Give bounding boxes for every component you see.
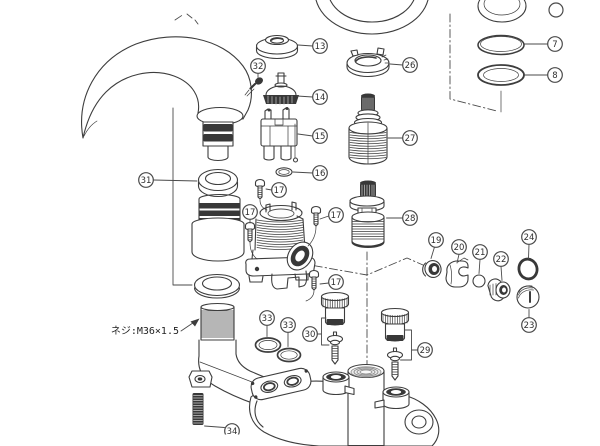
callout-19: 19 [428, 232, 444, 248]
svg-text:33: 33 [262, 314, 273, 324]
svg-text:19: 19 [431, 236, 442, 246]
diagram-crop-mask [216, 434, 247, 446]
callout-29: 29 [417, 342, 433, 358]
part-8-oring [477, 64, 525, 113]
callout-27: 27 [402, 130, 418, 146]
callout-8: 8 [547, 67, 563, 83]
boundary-line-right [449, 13, 498, 112]
part-26-lock-ring [346, 47, 390, 78]
svg-text:8: 8 [552, 71, 557, 81]
callout-7: 7 [547, 36, 563, 52]
callout-22: 22 [493, 251, 509, 267]
callout-leader-lines [153, 43, 549, 428]
callout-31: 31 [138, 172, 154, 188]
body-gasket-plate [250, 367, 312, 401]
svg-text:7: 7 [552, 40, 557, 50]
callout-16: 16 [312, 165, 328, 181]
callout-cropped [548, 2, 564, 18]
callout-30-bracket [316, 317, 330, 346]
callout-33-a: 33 [259, 310, 275, 326]
part-23-plug [516, 285, 540, 309]
svg-text:30: 30 [305, 330, 316, 340]
callout-17-c: 17 [328, 207, 344, 223]
callout-14: 14 [312, 89, 328, 105]
part-15-valve-joint [260, 107, 299, 163]
callout-17-a: 17 [271, 182, 287, 198]
part-28-cartridge [349, 180, 385, 249]
part-17-screws [244, 178, 322, 302]
part-20-clip [445, 257, 469, 288]
svg-text:17: 17 [274, 186, 285, 196]
thread-size-annotation: ネジ:M36×1.5 [111, 318, 200, 337]
svg-text:22: 22 [496, 255, 507, 265]
part-14-stem-adapter [263, 72, 299, 106]
part-24-oring [517, 257, 539, 281]
socket-side-port [286, 241, 314, 271]
body-left-port [322, 371, 355, 396]
part-21-ball [472, 274, 486, 288]
svg-text:21: 21 [475, 248, 486, 258]
callout-17-b: 17 [242, 204, 258, 220]
callout-23: 23 [521, 317, 537, 333]
body-right-port [374, 386, 410, 410]
svg-text:20: 20 [454, 243, 465, 253]
part-7-gasket [477, 34, 525, 56]
spout [81, 36, 255, 139]
part-22-nut [487, 278, 511, 302]
svg-text:28: 28 [405, 214, 416, 224]
svg-text:17: 17 [331, 211, 342, 221]
callout-29-bracket [400, 329, 419, 361]
mounting-stud [192, 393, 204, 425]
spout-shank-assembly [191, 193, 245, 299]
svg-text:33: 33 [283, 321, 294, 331]
svg-text:31: 31 [141, 176, 152, 186]
centerline-top-left [174, 13, 199, 25]
svg-text:13: 13 [315, 42, 326, 52]
svg-text:29: 29 [420, 346, 431, 356]
callout-17-d: 17 [328, 274, 344, 290]
svg-text:15: 15 [315, 132, 326, 142]
svg-text:14: 14 [315, 93, 326, 103]
cropped-ring [477, 0, 527, 23]
part-30-check-valve [320, 291, 350, 365]
svg-text:26: 26 [405, 61, 416, 71]
spout-assembly-leader [172, 107, 193, 286]
body-center-port [347, 363, 385, 446]
handle-base-arcs [315, 0, 429, 35]
valve-socket-body [245, 201, 316, 290]
part-13-cap [255, 34, 299, 60]
callout-33-b: 33 [280, 317, 296, 333]
callout-13: 13 [312, 38, 328, 54]
part-16-oring [275, 167, 293, 177]
callout-28: 28 [402, 210, 418, 226]
part-19-grommet [422, 260, 442, 278]
svg-text:34: 34 [227, 427, 238, 437]
svg-text:23: 23 [524, 321, 535, 331]
small-parts-axis-line [298, 257, 424, 276]
svg-text:16: 16 [315, 169, 326, 179]
callout-30: 30 [302, 326, 318, 342]
part-32-setscrew [244, 77, 263, 96]
svg-text:17: 17 [331, 278, 342, 288]
part-31-ring [197, 168, 239, 198]
part-29-check-valve [380, 307, 410, 381]
spout-outlet-stack [202, 121, 234, 162]
arrowhead [190, 318, 200, 327]
svg-text:17: 17 [245, 208, 256, 218]
thread-size-label: ネジ:M36×1.5 [111, 325, 179, 337]
threaded-shank-pipe [188, 302, 276, 406]
callout-15: 15 [312, 128, 328, 144]
callout-26: 26 [402, 57, 418, 73]
callout-32: 32 [250, 58, 266, 74]
part-33-orings [254, 337, 302, 363]
svg-text:24: 24 [524, 233, 535, 243]
svg-text:32: 32 [253, 62, 264, 72]
callout-24: 24 [521, 229, 537, 245]
callout-20: 20 [451, 239, 467, 255]
svg-text:27: 27 [405, 134, 416, 144]
callout-21: 21 [472, 244, 488, 260]
part-27-cartridge [348, 93, 388, 165]
